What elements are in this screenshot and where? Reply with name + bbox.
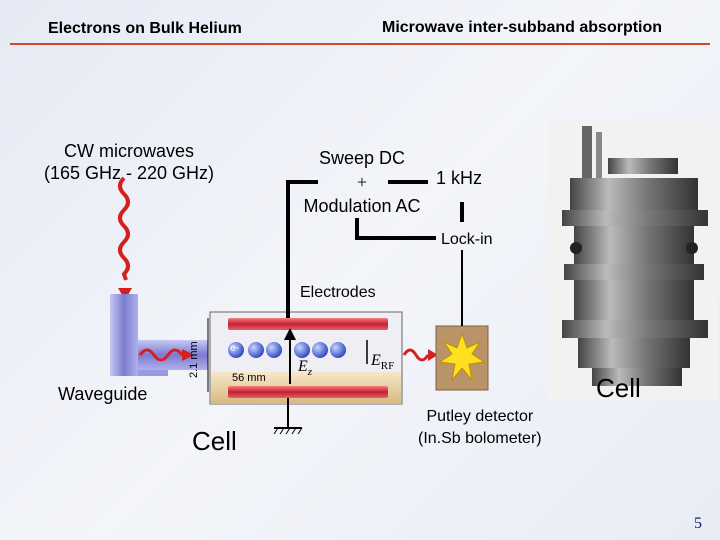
putley-detector-label: Putley detector (In.Sb bolometer)	[418, 408, 542, 447]
electrodes-label: Electrodes	[300, 284, 376, 301]
ez-label: Ez	[298, 358, 313, 379]
waveguide-wave-arrowhead	[182, 349, 194, 361]
waveguide-vertical	[110, 294, 138, 376]
slide-title-left: Electrons on Bulk Helium	[48, 20, 242, 37]
electron	[248, 342, 264, 358]
waveguide-label: Waveguide	[58, 384, 148, 404]
outgoing-wave-arrowhead	[428, 349, 438, 361]
electron	[330, 342, 346, 358]
electron	[266, 342, 282, 358]
electron	[312, 342, 328, 358]
bottom-electrode	[228, 386, 388, 398]
cw-microwaves-label: CW microwaves (165 GHz - 220 GHz)	[44, 141, 215, 183]
erf-label: ERF	[371, 352, 395, 373]
incoming-wave	[118, 176, 130, 281]
electron	[294, 342, 310, 358]
slide-title-right: Microwave inter-subband absorption	[382, 19, 663, 36]
detector-flash	[438, 332, 486, 382]
cryostat-photo	[548, 118, 718, 400]
ez-arrowhead	[284, 328, 296, 340]
page-number: 5	[694, 515, 702, 532]
ground-hatch	[297, 427, 303, 435]
sweep-label: Sweep DC + Modulation AC	[303, 148, 421, 216]
waveguide-wave	[138, 348, 184, 362]
cell-label-left: Cell	[192, 426, 237, 456]
outgoing-wave	[402, 348, 430, 362]
width-dimension-label: 56 mm	[232, 372, 266, 384]
cell-label-right: Cell	[596, 373, 641, 403]
ground-hatch	[279, 427, 285, 435]
ground-hatch	[285, 427, 291, 435]
ground-hatch	[273, 427, 279, 435]
wire-electrode-top	[286, 180, 318, 318]
title-divider	[10, 43, 710, 45]
wire-lock-in	[355, 218, 436, 240]
waveguide-horizontal	[138, 340, 208, 370]
ground-hatch	[291, 427, 297, 435]
top-electrode	[228, 318, 388, 330]
electron-label: e-	[230, 343, 239, 354]
electron	[228, 342, 244, 358]
height-dimension-label: 2.1 mm	[188, 341, 200, 378]
frequency-label: 1 kHz	[436, 168, 483, 188]
lock-in-label: Lock-in	[441, 231, 493, 248]
